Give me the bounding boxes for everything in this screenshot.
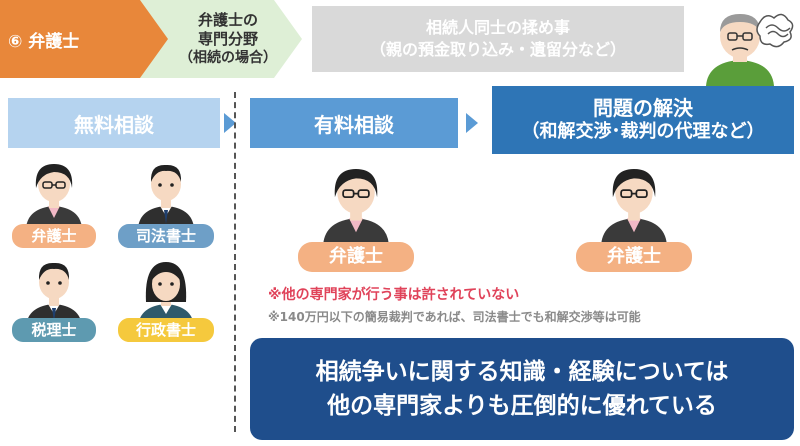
field-line-3: （相続の場合） [179,49,277,66]
solve-line-2: （和解交渉･裁判の代理など） [521,121,765,142]
field-line-1: 弁護士の [197,10,258,29]
issue-line-1: 相続人同士の揉め事 [425,18,570,37]
worried-man-icon [706,13,794,86]
arrow-right-icon [466,113,478,133]
paid-consultation-panel: 有料相談 [250,98,458,148]
lawyer-person-icon [600,168,668,244]
dashed-divider [234,92,236,432]
paid-consultation-label: 有料相談 [314,112,394,137]
free-consultation-panel: 無料相談 [8,98,220,148]
lawyer-person-icon [25,163,83,228]
issue-line-2: （親の預金取り込み・遺留分など） [369,40,626,59]
issue-box: 相続人同士の揉め事 （親の預金取り込み・遺留分など） [312,6,684,72]
step-badge: ⑥ 弁護士 [0,0,178,78]
solve-line-1: 問題の解決 [593,96,693,120]
restriction-note: ※他の専門家が行う事は許されていない [268,287,520,303]
arrow-right-icon [224,113,236,133]
administrative-scrivener-person-icon [138,262,194,326]
problem-solving-panel: 問題の解決 （和解交渉･裁判の代理など） [492,86,794,154]
judicial-scrivener-person-icon [138,164,194,228]
free-consultation-label: 無料相談 [74,112,154,137]
paid-role-tag: 弁護士 [298,242,414,272]
solve-role-tag: 弁護士 [576,242,692,272]
exception-note: ※140万円以下の簡易裁判であれば、司法書士でも和解交渉等は可能 [268,310,641,324]
free-role-tag: 司法書士 [118,224,214,248]
lawyer-person-icon [322,168,390,244]
field-line-2: 専門分野 [197,29,258,48]
conclusion-line-1: 相続争いに関する知識・経験については [315,359,729,385]
conclusion-line-2: 他の専門家よりも圧倒的に優れている [327,393,717,419]
free-role-tag: 行政書士 [118,318,214,342]
free-role-tag: 弁護士 [12,224,96,248]
conclusion-box: 相続争いに関する知識・経験については 他の専門家よりも圧倒的に優れている [250,338,794,440]
tax-accountant-person-icon [26,262,82,326]
step-badge-label: ⑥ 弁護士 [8,31,80,52]
free-role-tag: 税理士 [12,318,96,342]
